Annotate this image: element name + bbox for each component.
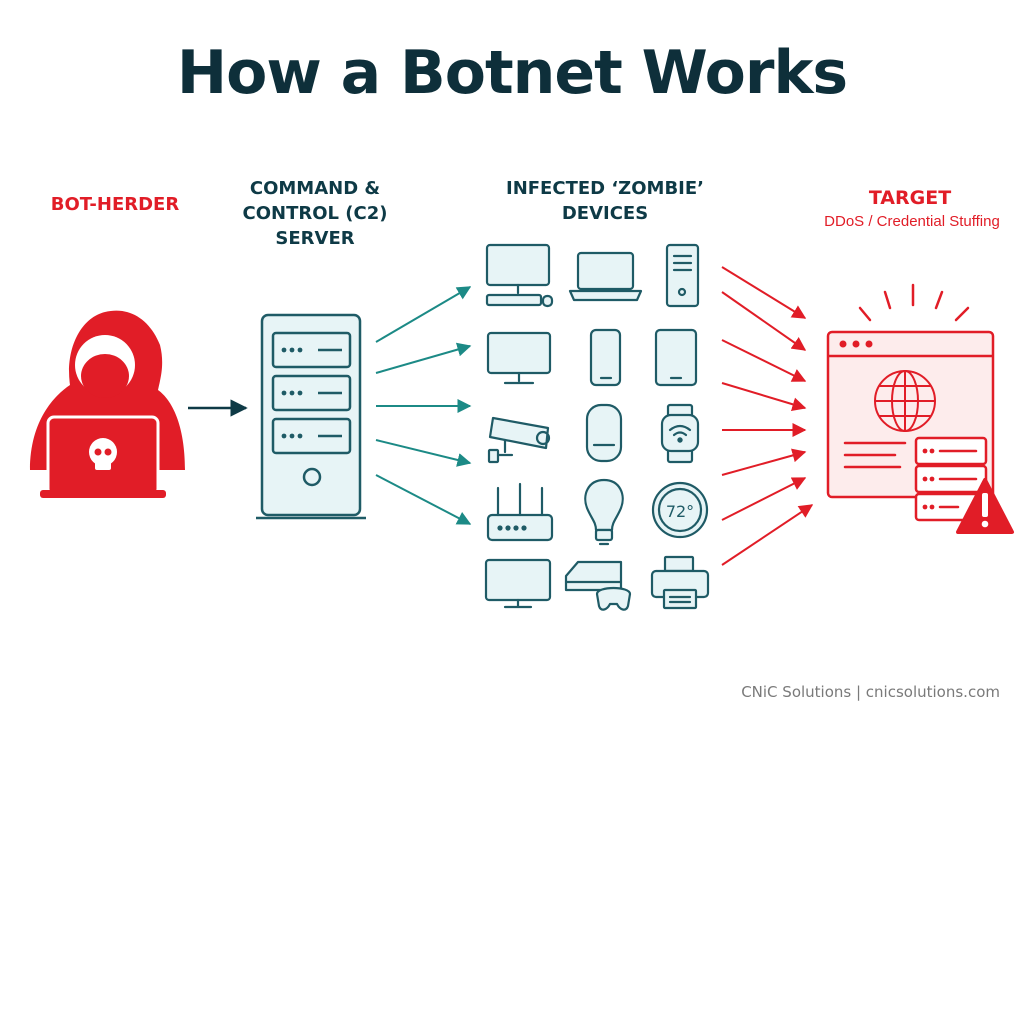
c2-server-label: COMMAND & CONTROL (C2) SERVER — [220, 176, 410, 251]
target-subtitle: DDoS / Credential Stuffing — [824, 213, 1000, 230]
footer-credit: CNiC Solutions | cnicsolutions.com — [741, 683, 1000, 701]
c2-label-line1: COMMAND & — [249, 178, 381, 199]
hacker-icon — [30, 310, 185, 498]
c2-label-line2: CONTROL (C2) — [242, 203, 388, 224]
zombie-label-line1: INFECTED ‘ZOMBIE’ — [506, 178, 704, 199]
printer-icon — [650, 555, 710, 610]
bot-herder-label: BOT-HERDER — [50, 194, 180, 215]
zombie-label-line2: DEVICES — [561, 203, 649, 224]
c2-arrow-2 — [375, 342, 472, 374]
thermostat-reading: 72° — [666, 502, 694, 521]
monitor-icon — [486, 331, 552, 385]
attack-arrow-8 — [721, 504, 814, 566]
game-console-icon — [564, 560, 632, 611]
c2-label-line3: SERVER — [275, 228, 355, 249]
security-camera-icon — [487, 416, 551, 464]
c2-arrow-1 — [375, 286, 472, 343]
attack-arrow-4 — [721, 382, 807, 412]
laptop-icon — [568, 251, 643, 302]
tablet-icon — [654, 328, 698, 387]
zombie-devices-label: INFECTED ‘ZOMBIE’ DEVICES — [475, 176, 735, 226]
attack-arrow-2 — [721, 291, 807, 351]
skull-icon — [89, 438, 117, 470]
warning-icon — [956, 478, 1014, 534]
c2-arrow-5 — [375, 474, 472, 525]
smartphone-icon — [589, 328, 622, 387]
smart-tv-icon — [484, 558, 552, 609]
desktop-computer-icon — [485, 243, 554, 308]
pc-tower-icon — [665, 243, 700, 308]
router-icon — [486, 482, 554, 542]
attack-arrow-1 — [721, 266, 807, 319]
attack-arrow-6 — [721, 448, 807, 476]
c2-arrow-4 — [375, 439, 472, 467]
attack-arrow-3 — [721, 339, 807, 382]
page-title: How a Botnet Works — [176, 38, 848, 108]
target-label: TARGET — [868, 187, 952, 209]
smartwatch-icon — [660, 403, 700, 464]
thermostat-icon — [651, 481, 709, 539]
c2-server-icon — [256, 313, 366, 520]
globe-icon — [874, 370, 936, 432]
smart-bulb-icon — [584, 478, 624, 546]
attack-arrow-7 — [721, 477, 807, 521]
smart-speaker-icon — [585, 403, 623, 463]
